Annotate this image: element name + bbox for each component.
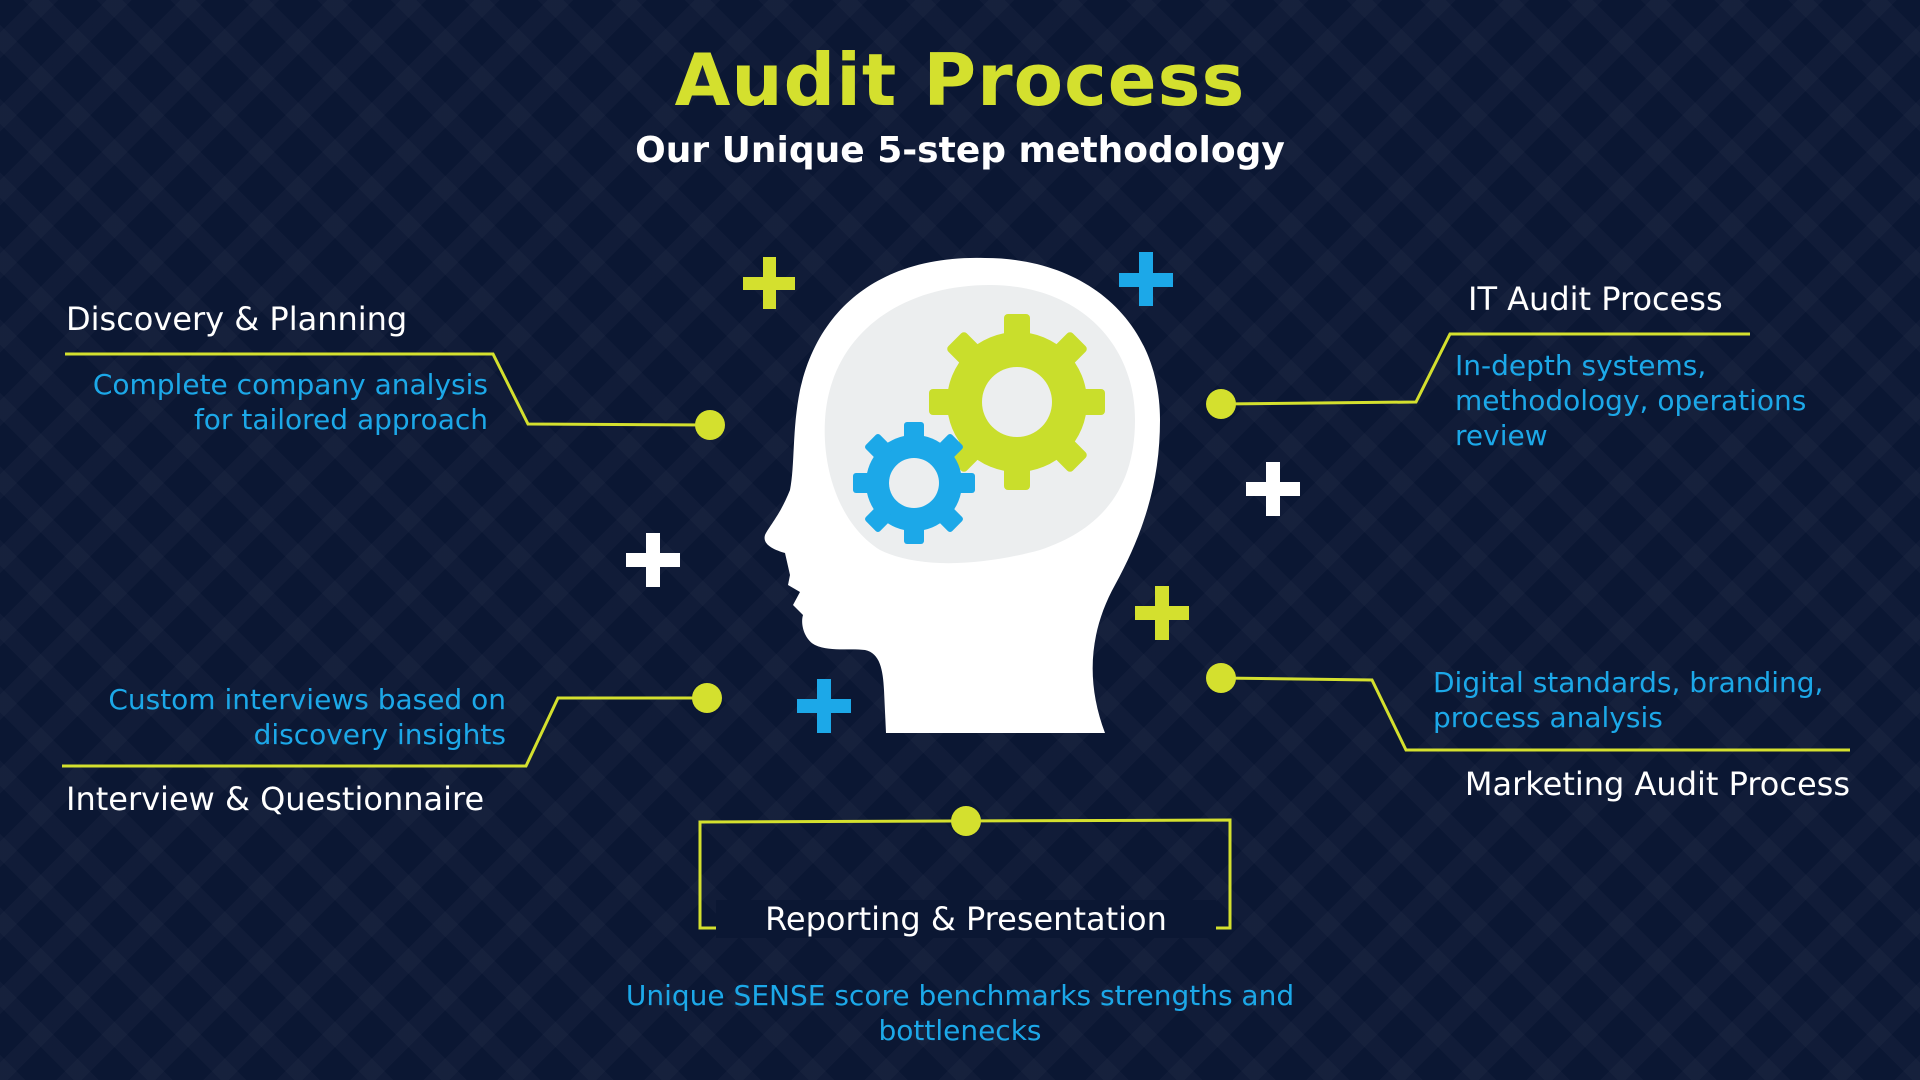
step-description-line: review xyxy=(1455,419,1548,452)
step-description-discovery: Complete company analysis for tailored a… xyxy=(40,367,488,437)
connector-discovery xyxy=(65,352,711,427)
step-description-marketing: Digital standards, branding, process ana… xyxy=(1433,665,1883,735)
step-description-line: Digital standards, branding, xyxy=(1433,666,1824,699)
node-dot-reporting xyxy=(951,806,981,836)
step-description-line: discovery insights xyxy=(253,718,506,751)
plus-icon-yellow-1 xyxy=(743,257,795,309)
step-description-line: for tailored approach xyxy=(193,403,488,436)
step-description-reporting: Unique SENSE score benchmarks strengths … xyxy=(560,978,1360,1048)
step-description-interview: Custom interviews based on discovery ins… xyxy=(40,682,506,752)
page-title: Audit Process xyxy=(674,38,1246,122)
gear-icon-yellow xyxy=(929,314,1105,490)
step-description-line: Complete company analysis xyxy=(92,368,488,401)
connector-marketing xyxy=(1219,676,1850,752)
step-heading-reporting: Reporting & Presentation xyxy=(716,900,1216,938)
step-description-it-audit: In-depth systems, methodology, operation… xyxy=(1455,348,1875,453)
plus-icon-blue-1 xyxy=(1119,252,1173,306)
plus-icon-white-2 xyxy=(626,533,680,587)
plus-icon-blue-2 xyxy=(797,679,851,733)
node-dot-interview xyxy=(692,683,722,713)
node-dot-marketing xyxy=(1206,663,1236,693)
plus-icon-white-1 xyxy=(1246,462,1300,516)
head-silhouette-icon xyxy=(764,257,1160,733)
step-description-line: bottlenecks xyxy=(878,1014,1042,1047)
step-heading-it-audit: IT Audit Process xyxy=(1468,280,1723,318)
connector-it-audit xyxy=(1219,332,1750,406)
node-dot-discovery xyxy=(695,410,725,440)
connector-interview xyxy=(62,696,707,768)
page-subtitle: Our Unique 5-step methodology xyxy=(635,130,1285,171)
gear-icon-blue xyxy=(853,422,975,544)
step-description-line: process analysis xyxy=(1433,701,1663,734)
node-dot-it-audit xyxy=(1206,389,1236,419)
step-description-line: Unique SENSE score benchmarks strengths … xyxy=(625,979,1295,1012)
step-description-line: In-depth systems, xyxy=(1455,349,1707,382)
step-heading-marketing: Marketing Audit Process xyxy=(1464,765,1850,803)
plus-icon-yellow-2 xyxy=(1135,586,1189,640)
step-heading-discovery: Discovery & Planning xyxy=(66,300,408,338)
step-heading-interview: Interview & Questionnaire xyxy=(66,780,485,818)
step-description-line: Custom interviews based on xyxy=(108,683,506,716)
step-description-line: methodology, operations xyxy=(1455,384,1807,417)
